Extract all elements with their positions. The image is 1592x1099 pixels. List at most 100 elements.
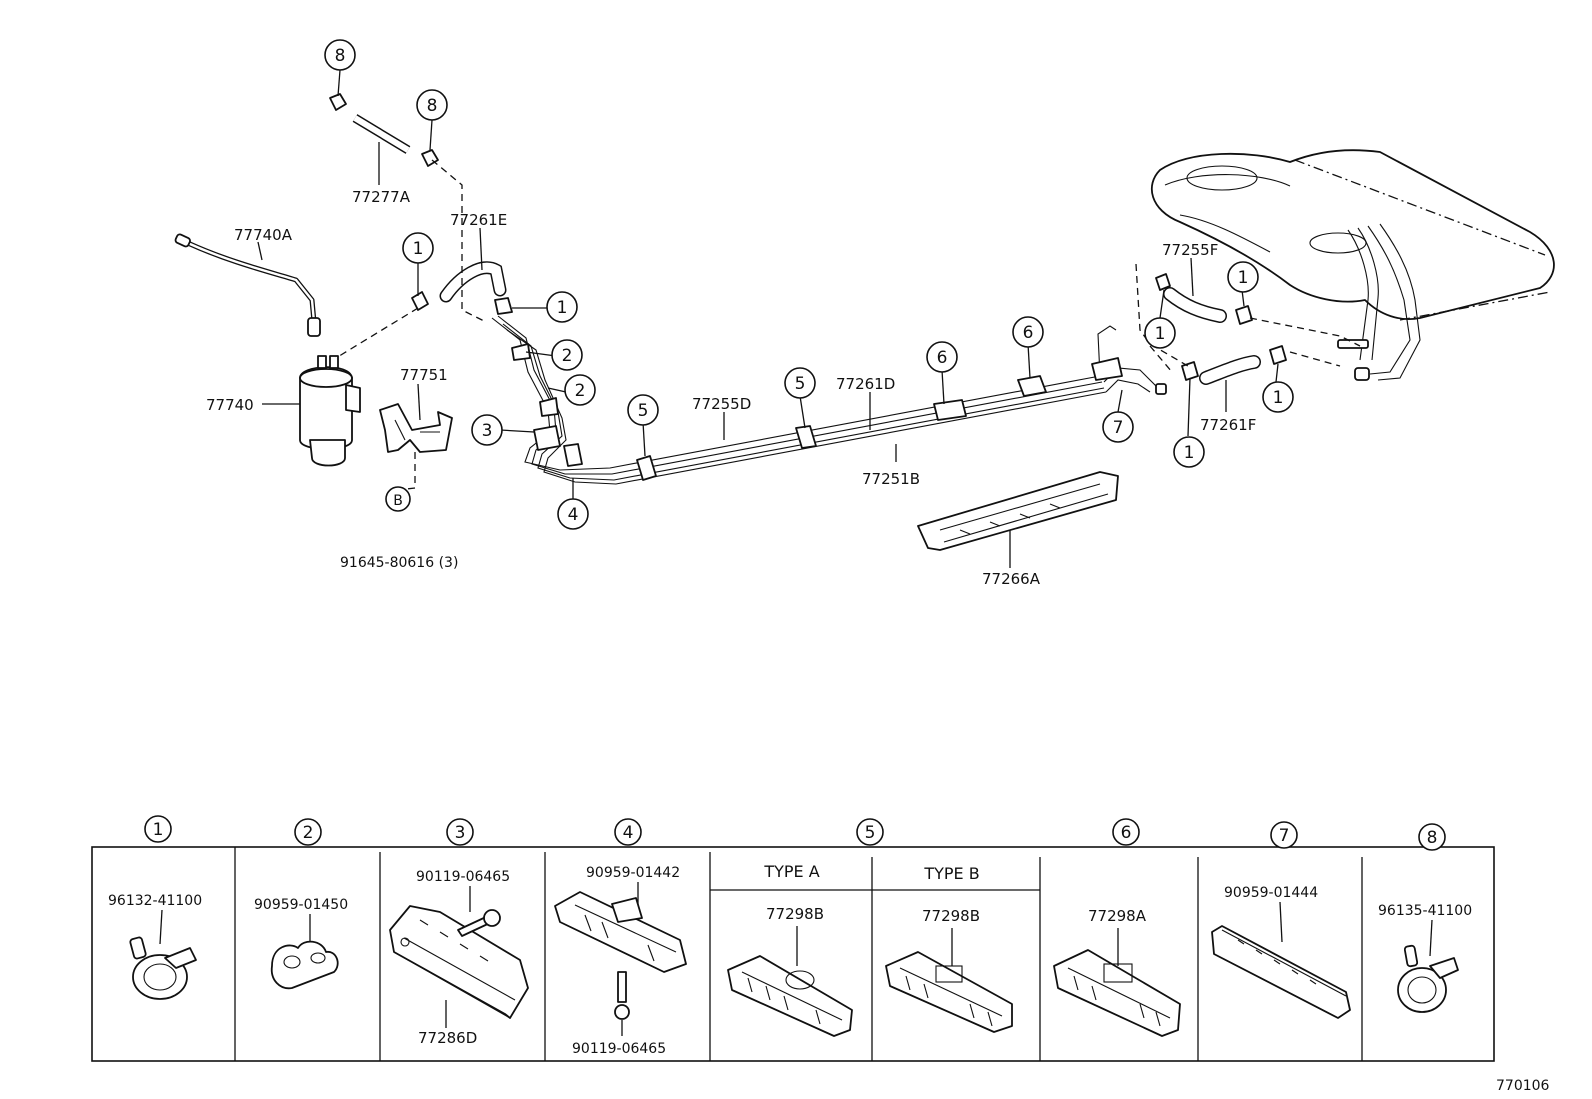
legend-type-a: TYPE A: [763, 862, 819, 881]
callout-7: 7: [1102, 411, 1134, 443]
svg-text:8: 8: [427, 96, 438, 116]
legend-part-77298A: 77298A: [1088, 907, 1147, 925]
svg-text:1: 1: [557, 298, 568, 318]
legend-part-90959-01444: 90959-01444: [1224, 885, 1318, 901]
svg-text:6: 6: [937, 348, 948, 368]
svg-text:7: 7: [1279, 826, 1290, 846]
legend-type-b: TYPE B: [923, 864, 979, 883]
svg-text:3: 3: [482, 421, 493, 441]
callout-1-right-lower: 1: [1262, 381, 1294, 413]
legend-header-7: 7: [1270, 821, 1298, 849]
charcoal-canister: [299, 355, 361, 467]
clip-8-drawing: [1397, 944, 1459, 1013]
label-77261D: 77261D: [836, 375, 895, 393]
callout-markers: 8 8 1 1 2 2 3 4 5 5 6 6 7 1 1 1 1 B: [324, 39, 1294, 530]
clamp-5a-drawing: [727, 955, 853, 1037]
callout-8-top-mid: 8: [416, 89, 448, 121]
svg-text:5: 5: [865, 823, 876, 843]
svg-text:6: 6: [1023, 323, 1034, 343]
label-77255F: 77255F: [1162, 241, 1218, 259]
callout-5-mid: 5: [784, 367, 816, 399]
svg-text:2: 2: [575, 381, 586, 401]
label-77255D: 77255D: [692, 395, 751, 413]
label-91645-80616: 91645-80616 (3): [340, 555, 458, 571]
svg-text:4: 4: [568, 505, 579, 525]
svg-text:5: 5: [638, 401, 649, 421]
svg-text:7: 7: [1113, 418, 1124, 438]
legend-header-8: 8: [1418, 823, 1446, 851]
legend-part-96135-41100: 96135-41100: [1378, 903, 1472, 919]
label-77266A: 77266A: [982, 570, 1041, 588]
svg-text:6: 6: [1121, 823, 1132, 843]
callout-2-upper: 2: [551, 339, 583, 371]
canister-bracket: [379, 403, 453, 453]
legend-part-77286D: 77286D: [418, 1029, 477, 1047]
callout-8-top-left: 8: [324, 39, 356, 71]
callout-1-right-mid: 1: [1144, 317, 1176, 349]
svg-text:8: 8: [1427, 828, 1438, 848]
svg-text:5: 5: [795, 374, 806, 394]
legend-part-90119-06465-top: 90119-06465: [416, 869, 510, 885]
part-number-labels: 77277A 77261E 77740A 77740 77751 91645-8…: [206, 188, 1256, 588]
clamp-3-drawing: [389, 905, 529, 1019]
clip-1-drawing: [129, 936, 197, 1000]
legend-part-90959-01450: 90959-01450: [254, 897, 348, 913]
svg-text:B: B: [393, 493, 403, 509]
diagram-code: 770106: [1496, 1078, 1550, 1094]
callout-6-right: 6: [1012, 316, 1044, 348]
hose-77261E: [411, 261, 513, 315]
legend-header-3: 3: [446, 818, 474, 846]
hose-77255F: [1155, 273, 1253, 325]
legend-header-2: 2: [294, 818, 322, 846]
callout-4: 4: [557, 498, 589, 530]
clamp-6-drawing: [1053, 949, 1181, 1037]
fuel-line-protector: [917, 471, 1119, 551]
label-77740A: 77740A: [234, 226, 293, 244]
fuel-line-bundle: [491, 315, 1167, 485]
hose-77277A: [329, 93, 439, 167]
callout-1-right-upper: 1: [1227, 261, 1259, 293]
callout-b-ref: B: [385, 486, 411, 512]
legend-part-90119-06465-bottom: 90119-06465: [572, 1041, 666, 1057]
svg-text:1: 1: [153, 820, 164, 840]
svg-text:1: 1: [1273, 388, 1284, 408]
legend-part-77298B-a: 77298B: [766, 905, 824, 923]
legend-part-90959-01442: 90959-01442: [586, 865, 680, 881]
label-77261F: 77261F: [1200, 416, 1256, 434]
label-77751: 77751: [400, 366, 448, 384]
callout-6-left: 6: [926, 341, 958, 373]
svg-text:8: 8: [335, 46, 346, 66]
label-77740: 77740: [206, 396, 254, 414]
svg-text:3: 3: [455, 823, 466, 843]
hose-77261F: [1181, 345, 1287, 385]
clamp-7-drawing: [1211, 925, 1351, 1019]
label-77261E: 77261E: [450, 211, 507, 229]
callout-1-canister: 1: [402, 232, 434, 264]
callout-5-left: 5: [627, 394, 659, 426]
legend-part-96132-41100: 96132-41100: [108, 893, 202, 909]
svg-text:1: 1: [413, 239, 424, 259]
label-77277A: 77277A: [352, 188, 411, 206]
clip-2-drawing: [270, 940, 339, 990]
callout-1-hose: 1: [546, 291, 578, 323]
leader-lines: [257, 69, 1361, 568]
callout-3: 3: [471, 414, 503, 446]
svg-text:4: 4: [623, 823, 634, 843]
fuel-tank: [1150, 149, 1555, 381]
legend-header-4: 4: [614, 818, 642, 846]
clamp-4-drawing: [554, 891, 687, 1020]
callout-1-right-bottom: 1: [1173, 436, 1205, 468]
legend-header-1: 1: [144, 815, 172, 843]
legend-header-5: 5: [856, 818, 884, 846]
svg-text:2: 2: [562, 346, 573, 366]
legend-header-6: 6: [1112, 818, 1140, 846]
legend-part-77298B-b: 77298B: [922, 907, 980, 925]
vacuum-tube-77740A: [174, 233, 321, 337]
svg-text:1: 1: [1238, 268, 1249, 288]
clamp-5b-drawing: [885, 951, 1013, 1033]
label-77251B: 77251B: [862, 470, 920, 488]
svg-text:1: 1: [1155, 324, 1166, 344]
svg-text:2: 2: [303, 823, 314, 843]
callout-2-lower: 2: [564, 374, 596, 406]
